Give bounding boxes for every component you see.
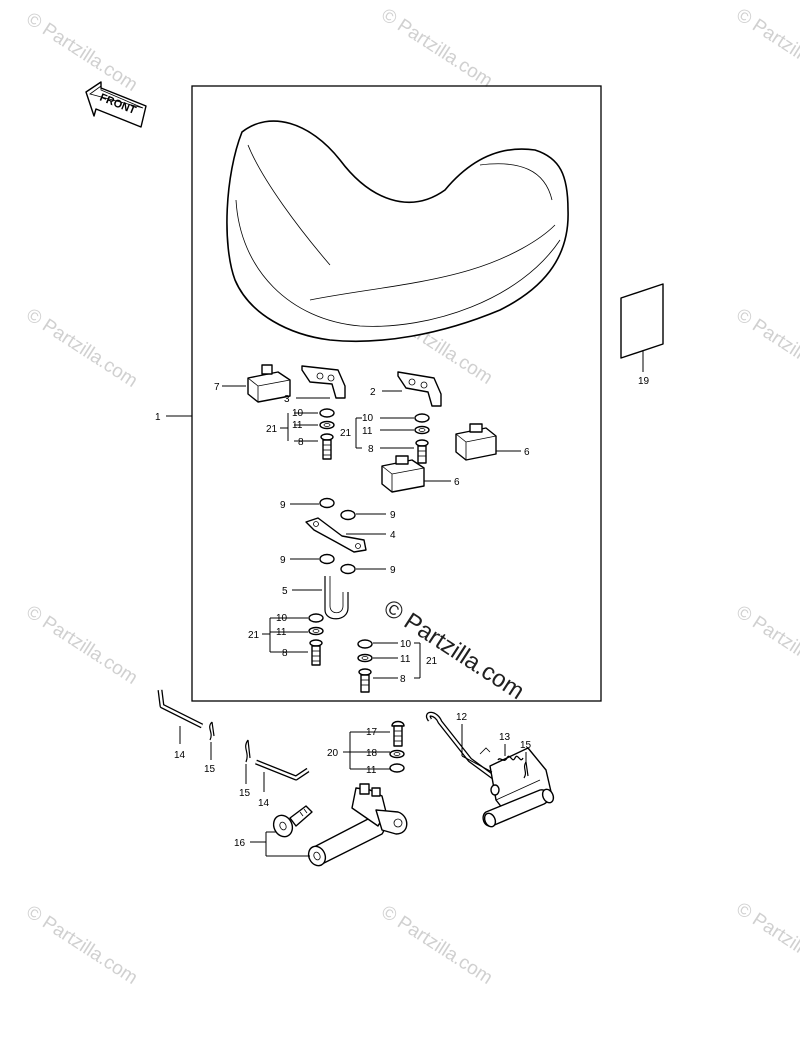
seat-bracket-left xyxy=(301,365,346,399)
watermark: © Partzilla.com xyxy=(732,602,800,689)
callout-4: 4 xyxy=(390,530,396,541)
hinge-pin-clip-center xyxy=(245,739,251,763)
watermark: © Partzilla.com xyxy=(22,305,141,392)
callout-21: 21 xyxy=(426,656,438,667)
callout-15: 15 xyxy=(520,740,532,751)
callout-15: 15 xyxy=(239,788,251,799)
front-arrow: FRONT xyxy=(85,81,147,128)
callout-3: 3 xyxy=(284,394,290,405)
watermarks: © Partzilla.com © Partzilla.com © Partzi… xyxy=(22,5,800,989)
hinge-pin-clip-left xyxy=(209,721,215,741)
watermark: © Partzilla.com xyxy=(732,5,800,92)
callout-21: 21 xyxy=(248,630,260,641)
hardware-stack-left xyxy=(319,408,335,460)
callout-6: 6 xyxy=(524,447,530,458)
seat-assembly-frame xyxy=(191,85,602,702)
callout-21: 21 xyxy=(266,424,278,435)
watermark: © Partzilla.com xyxy=(22,902,141,989)
callout-11: 11 xyxy=(276,627,287,638)
callout-10: 10 xyxy=(276,613,288,624)
watermark: © Partzilla.com xyxy=(732,305,800,392)
callout-14: 14 xyxy=(258,798,270,809)
callout-12: 12 xyxy=(456,712,468,723)
callout-14: 14 xyxy=(174,750,186,761)
seat-bracket-right xyxy=(397,371,442,407)
callout-20: 20 xyxy=(327,748,339,759)
damper-rubber-center xyxy=(381,455,425,493)
hardware-stack-lower-center xyxy=(357,639,373,693)
callout-8: 8 xyxy=(282,648,288,659)
seat-stay-bracket xyxy=(305,517,367,553)
callout-11: 11 xyxy=(366,765,377,776)
callout-2: 2 xyxy=(370,387,376,398)
hinge-rod-left xyxy=(157,689,204,729)
callout-11: 11 xyxy=(292,420,303,431)
hardware-stack-lower-left xyxy=(308,613,324,666)
key-icon xyxy=(272,805,313,838)
callout-15: 15 xyxy=(204,764,216,775)
nut xyxy=(319,553,335,565)
u-bolt xyxy=(324,576,349,620)
callout-1: 1 xyxy=(155,412,161,423)
callout-16: 16 xyxy=(234,838,246,849)
damper-rubber-right xyxy=(455,423,497,461)
label-plate xyxy=(620,283,664,359)
nut xyxy=(340,509,356,521)
damper-rubber xyxy=(247,364,291,403)
callout-9: 9 xyxy=(280,500,286,511)
callout-7: 7 xyxy=(214,382,220,393)
callout-18: 18 xyxy=(366,748,378,759)
hardware-stack-right xyxy=(414,413,430,464)
callout-10: 10 xyxy=(292,408,304,419)
callout-10: 10 xyxy=(362,413,374,424)
callout-11: 11 xyxy=(362,426,373,437)
callout-9: 9 xyxy=(390,510,396,521)
callout-9: 9 xyxy=(390,565,396,576)
callout-9: 9 xyxy=(280,555,286,566)
seat-lock xyxy=(307,783,408,867)
callout-21: 21 xyxy=(340,428,352,439)
seat-hinge-assembly xyxy=(425,711,555,828)
watermark: © Partzilla.com xyxy=(732,899,800,986)
callout-13: 13 xyxy=(499,732,511,743)
nut xyxy=(319,497,335,509)
callout-17: 17 xyxy=(366,727,378,738)
callout-8: 8 xyxy=(368,444,374,455)
watermark: © Partzilla.com xyxy=(22,9,141,96)
callout-8: 8 xyxy=(298,437,304,448)
watermark: © Partzilla.com xyxy=(377,5,496,92)
callout-10: 10 xyxy=(400,639,412,650)
watermark: © Partzilla.com xyxy=(377,902,496,989)
callout-19: 19 xyxy=(638,376,650,387)
hardware-stack-lock xyxy=(389,720,405,773)
callout-6: 6 xyxy=(454,477,460,488)
nut xyxy=(340,563,356,575)
watermark: © Partzilla.com xyxy=(22,602,141,689)
seat xyxy=(226,120,569,343)
callout-5: 5 xyxy=(282,586,288,597)
hinge-rod-center xyxy=(255,759,310,781)
callout-8: 8 xyxy=(400,674,406,685)
callout-11: 11 xyxy=(400,654,411,665)
